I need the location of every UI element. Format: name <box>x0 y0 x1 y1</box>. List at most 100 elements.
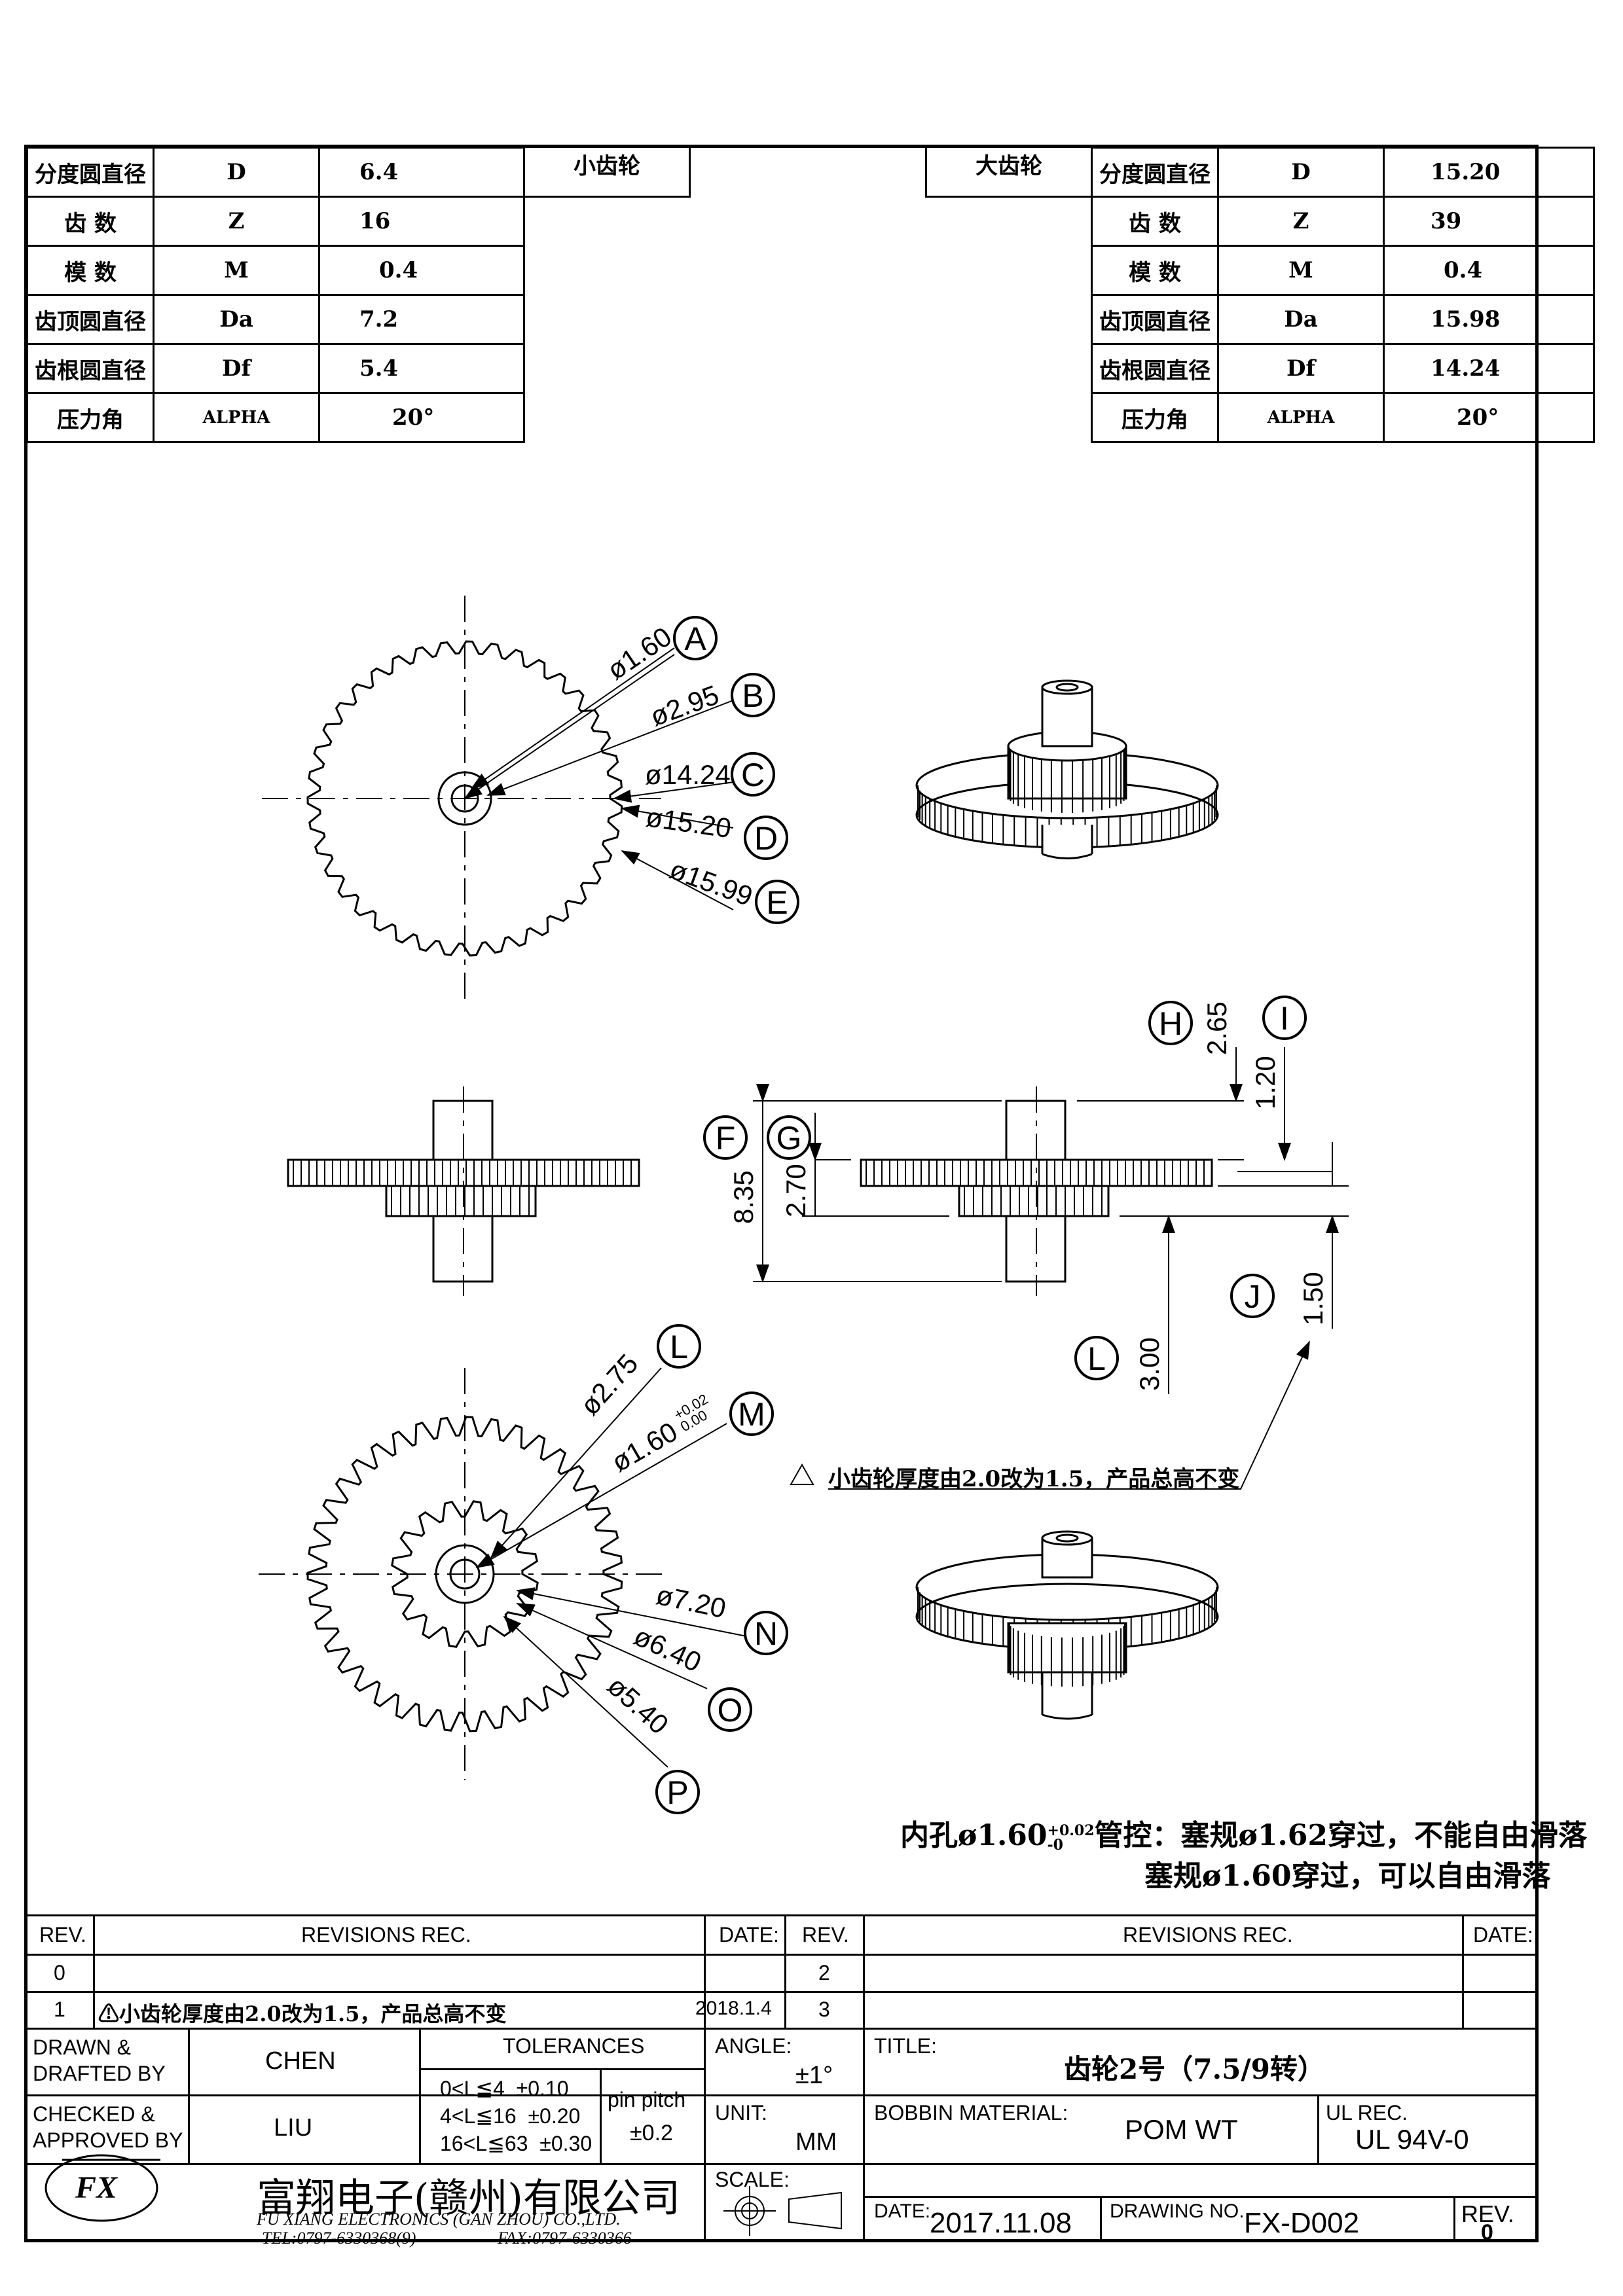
spec-symbol: M <box>1217 245 1385 296</box>
dim-label: ø7.20 <box>653 1579 729 1624</box>
rev-record-text: 小齿轮厚度由2.0改为1.5，产品总高不变 <box>119 2001 507 2026</box>
spec-name: 压力角 <box>26 392 155 443</box>
table-row: 齿 数 Z 39 <box>926 196 1595 247</box>
rev-header: REV. <box>802 1923 849 1946</box>
hole-note-line2: 塞规ø1.60穿过，可以自由滑落 <box>1144 1859 1551 1893</box>
callout-letter: N <box>754 1615 778 1652</box>
rev-number: 2 <box>818 1961 830 1984</box>
callout-letter: M <box>738 1396 765 1433</box>
pin-pitch-label: pin pitch <box>608 2088 686 2111</box>
spec-value: 14.24 <box>1383 343 1595 394</box>
rev-value: 0 <box>1481 2220 1493 2245</box>
rev-date: 2018.1.4 <box>695 1998 772 2019</box>
tolerances-label: TOLERANCES <box>503 2034 645 2058</box>
spec-name: 分度圆直径 <box>1091 147 1219 198</box>
warning-icon: ⚠ <box>98 2001 120 2026</box>
date-header: DATE: <box>719 1923 779 1946</box>
company-name-cn: 富翔电子(赣州)有限公司 <box>257 2176 680 2221</box>
dim-label: ø15.20 <box>644 801 733 844</box>
rev-label: REV. <box>1461 2200 1514 2227</box>
table-row: 模 数 M 0.4 <box>26 245 690 296</box>
tol-value: ±0.10 <box>516 2077 569 2100</box>
angle-label: ANGLE: <box>715 2034 792 2058</box>
callout-letter: H <box>1159 1005 1182 1042</box>
spec-name: 模 数 <box>1091 245 1219 296</box>
callout-A-circle <box>673 616 718 660</box>
dim-label: ø2.95 <box>646 679 723 732</box>
callout-letter: F <box>716 1120 736 1157</box>
hole-note-prefix: 内孔ø1.60 <box>900 1819 1048 1852</box>
iso-view-bottom <box>915 1530 1219 1720</box>
company-logo-text: FX <box>75 2170 118 2205</box>
callout-letter: B <box>742 677 763 714</box>
table-row: 齿根圆直径 Df 14.24 <box>926 343 1595 394</box>
revisions-header: REVISIONS REC. <box>301 1923 471 1946</box>
scale-label: SCALE: <box>715 2168 790 2191</box>
callout-letter: E <box>766 884 788 921</box>
spec-name: 压力角 <box>1091 392 1219 443</box>
spec-value: 0.4 <box>318 245 525 296</box>
drawn-label: DRAWN & <box>33 2036 131 2059</box>
rev-number: 1 <box>54 1998 65 2021</box>
spec-value: 20° <box>1383 392 1595 443</box>
table-row: 压力角 ALPHA 20° <box>926 392 1595 443</box>
spec-symbol: ALPHA <box>153 392 320 443</box>
spec-value: 7.2 <box>318 294 525 345</box>
large-gear-profile <box>306 640 623 957</box>
date-value: 2017.11.08 <box>930 2207 1072 2239</box>
dim-label: 1.50 <box>1298 1272 1328 1325</box>
spec-symbol: D <box>153 147 320 198</box>
spec-symbol: Z <box>153 196 320 247</box>
spec-name: 分度圆直径 <box>26 147 155 198</box>
approved-by-value: LIU <box>274 2114 313 2142</box>
drawing-no-value: FX-D002 <box>1244 2207 1360 2239</box>
angle-value: ±1° <box>795 2062 833 2089</box>
spec-value: 6.4 <box>318 147 525 198</box>
spec-name: 齿根圆直径 <box>1091 343 1219 394</box>
dim-label: ø1.60 <box>606 1416 683 1477</box>
dim-label: 8.35 <box>728 1170 759 1224</box>
tol-range: 0<L≦4 <box>440 2077 505 2100</box>
tol-upper: +0.02 <box>1047 1821 1095 1839</box>
rev-number: 3 <box>818 1998 830 2021</box>
company-logo <box>45 2154 160 2222</box>
spec-symbol: D <box>1217 147 1385 198</box>
table-row: 齿 数 Z 16 <box>26 196 690 247</box>
rev-record: ⚠小齿轮厚度由2.0改为1.5，产品总高不变 <box>98 1998 506 2028</box>
table-row: 齿顶圆直径 Da 7.2 <box>26 294 690 345</box>
table-row: 齿顶圆直径 Da 15.98 <box>926 294 1595 345</box>
callout-B-circle <box>731 673 775 717</box>
date-header: DATE: <box>1473 1923 1533 1946</box>
small-gear-header: 小齿轮 <box>523 147 691 198</box>
dim-label: ø14.24 <box>645 759 731 790</box>
unit-value: MM <box>795 2128 837 2156</box>
dim-label: 2.65 <box>1201 1001 1232 1055</box>
dim-label: ø1.60 <box>602 620 677 685</box>
unit-label: UNIT: <box>715 2101 767 2125</box>
change-note: 小齿轮厚度由2.0改为1.5，产品总高不变 <box>828 1466 1240 1492</box>
drawn-by-value: CHEN <box>265 2047 336 2075</box>
rev-number: 0 <box>54 1961 65 1984</box>
table-row: 齿根圆直径 Df 5.4 <box>26 343 690 394</box>
hole-note-suffix: 管控：塞规ø1.62穿过，不能自由滑落 <box>1094 1819 1588 1852</box>
bobbin-material-value: POM WT <box>1125 2114 1238 2145</box>
callout-letter: O <box>718 1692 743 1729</box>
callout-letter: J <box>1245 1278 1261 1315</box>
dim-label: ø6.40 <box>629 1621 706 1678</box>
spec-value: 0.4 <box>1383 245 1595 296</box>
dim-label: ø5.40 <box>602 1670 674 1740</box>
spec-symbol: Df <box>1217 343 1385 394</box>
rev-header: REV. <box>39 1923 86 1946</box>
table-row: 压力角 ALPHA 20° <box>26 392 690 443</box>
ul-rec-value: UL 94V-0 <box>1355 2124 1469 2155</box>
top-view-labels: A B C D E ø1.60 ø2.95 ø14.24 ø15.20 ø15.… <box>602 620 788 921</box>
spec-symbol: M <box>153 245 320 296</box>
ul-rec-label: UL REC. <box>1326 2101 1408 2125</box>
side-view-left <box>287 1086 640 1296</box>
approved-label: APPROVED BY <box>33 2128 183 2152</box>
spec-name: 齿 数 <box>26 196 155 247</box>
tolerance-ranges: 0<L≦4 ±0.10 4<L≦16 ±0.20 16<L≦63 ±0.30 <box>440 2075 592 2157</box>
spec-symbol: Z <box>1217 196 1385 247</box>
spec-symbol: Df <box>153 343 320 394</box>
dim-label: 1.20 <box>1250 1056 1281 1109</box>
